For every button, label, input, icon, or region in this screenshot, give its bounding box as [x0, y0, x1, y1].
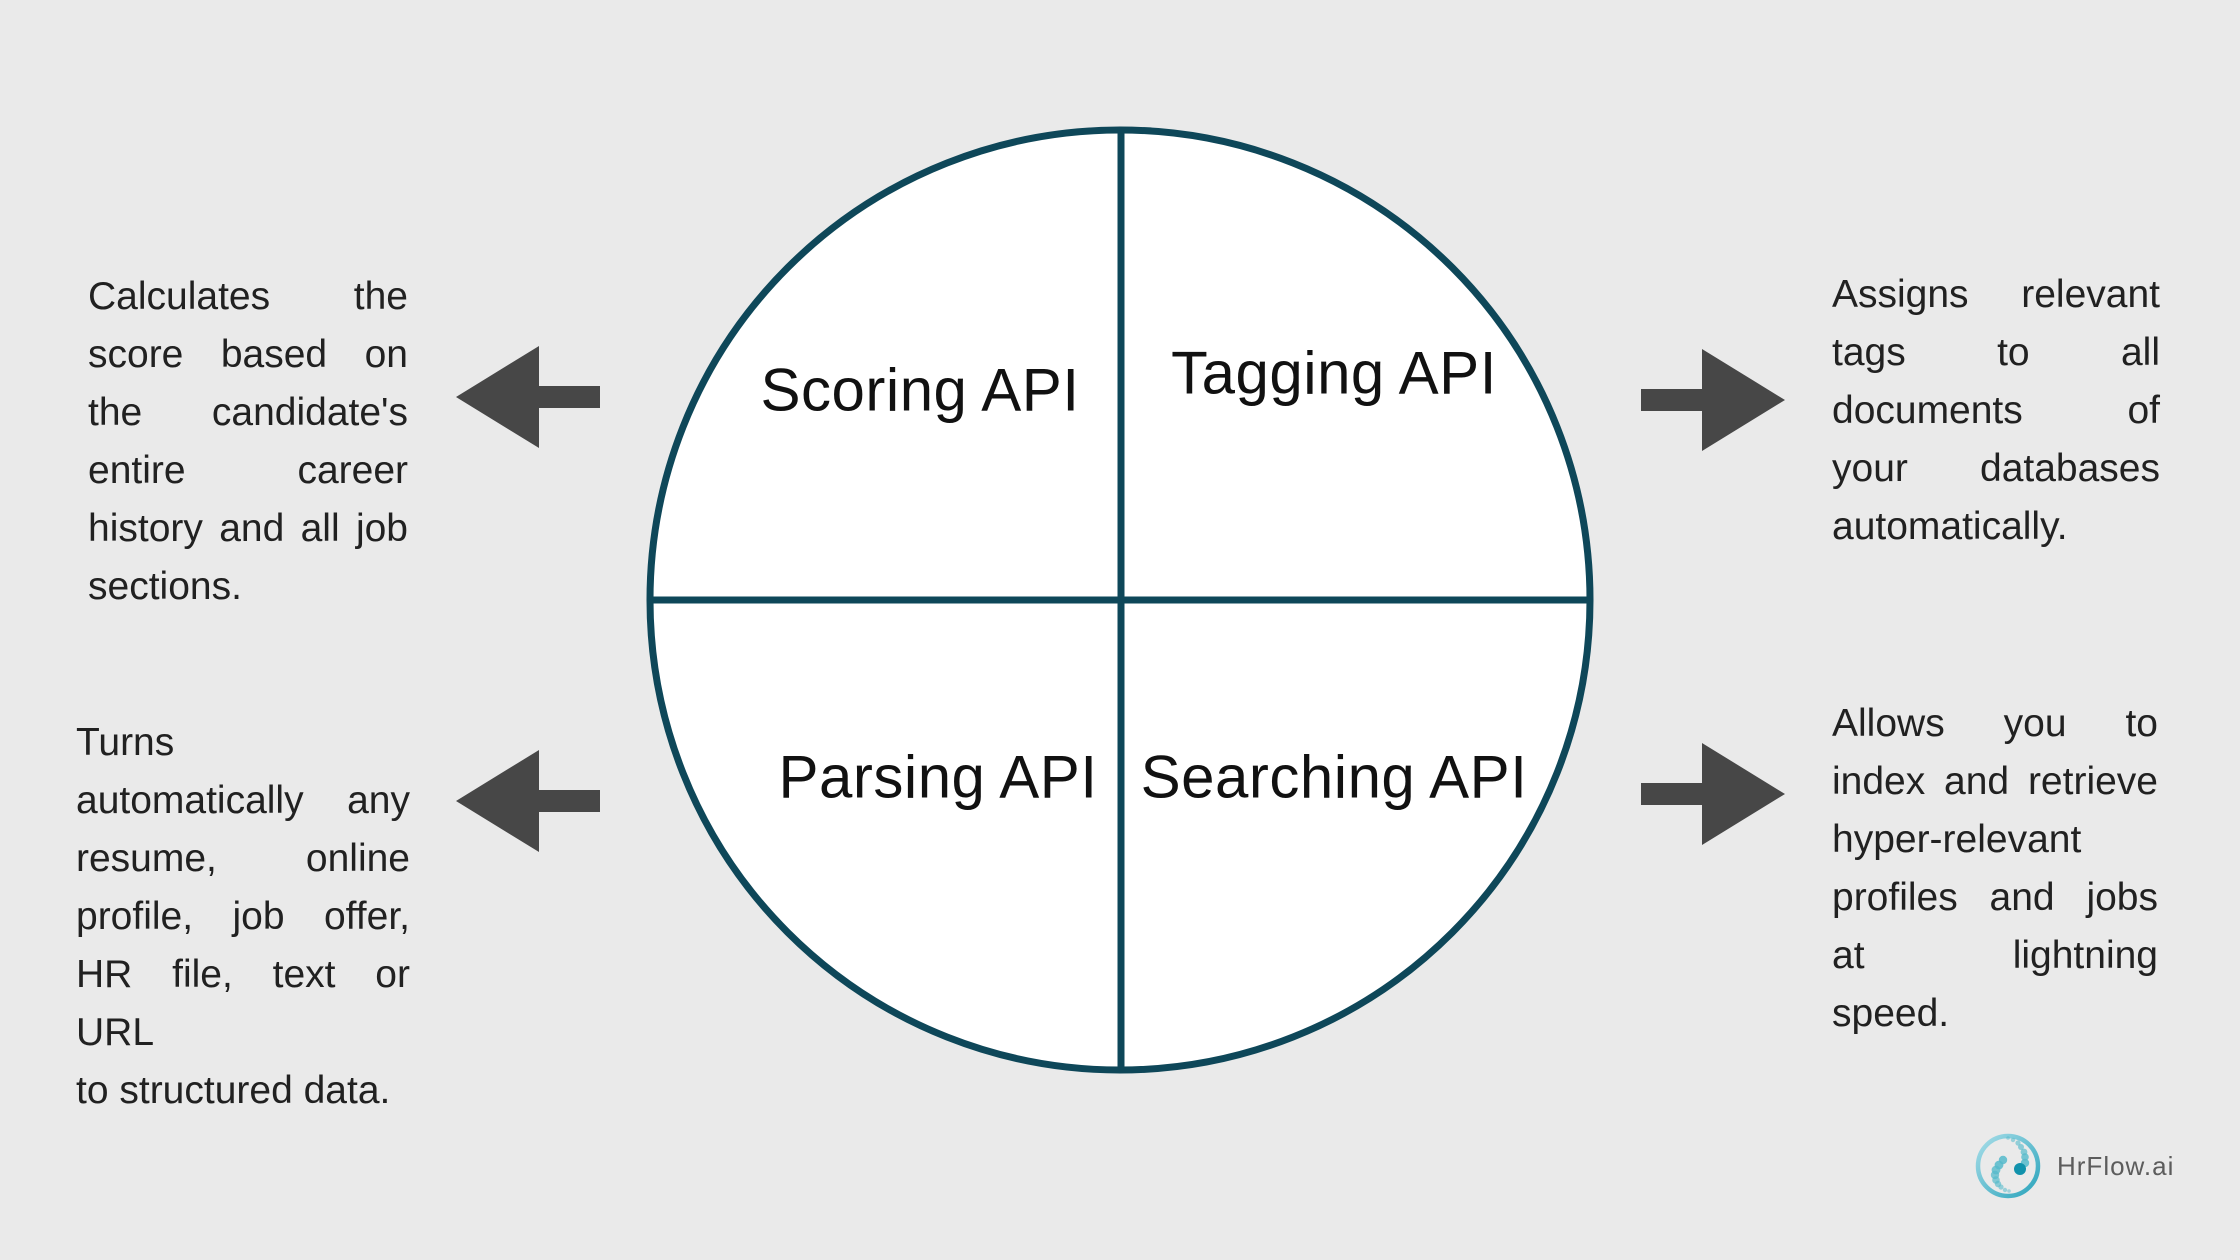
- arrow-shape: [1641, 743, 1785, 845]
- text-line: Allows you to: [1832, 702, 2158, 745]
- text-line: speed.: [1832, 992, 1950, 1035]
- logo-ring: [1975, 1133, 2041, 1199]
- tagging-description: Assigns relevant tags to all documents of y…: [1832, 266, 2160, 556]
- text-line: score based on: [88, 333, 408, 376]
- hrflow-logo-icon: [1975, 1133, 2041, 1199]
- text-line: to structured data.: [76, 1069, 391, 1112]
- right-arrow-icon: [1641, 743, 1785, 845]
- text-line: automatically.: [1832, 505, 2068, 548]
- text-line: documents of: [1832, 389, 2160, 432]
- text-line: your databases: [1832, 447, 2160, 490]
- text-line: tags to all: [1832, 331, 2160, 374]
- hrflow-logo-text: HrFlow.ai: [2057, 1150, 2175, 1181]
- text-line: resume, online: [76, 837, 410, 880]
- left-arrow-icon: [456, 750, 600, 852]
- right-arrow-icon: [1641, 349, 1785, 451]
- quadrant-label-tagging: Tagging API: [1171, 339, 1497, 407]
- text-line: profiles and jobs: [1832, 876, 2158, 919]
- parsing-description: Turns automatically any resume, online prof…: [76, 714, 410, 1120]
- text-line: HR file, text or URL: [76, 953, 410, 1054]
- text-line: index and retrieve: [1832, 760, 2158, 803]
- quadrant-label-scoring: Scoring API: [760, 356, 1080, 424]
- text-line: Assigns relevant: [1832, 273, 2160, 316]
- text-line: entire career: [88, 449, 408, 492]
- quadrant-label-parsing: Parsing API: [778, 743, 1098, 811]
- text-line: Calculates the: [88, 275, 408, 318]
- logo-dot-swirl: [1990, 1136, 2030, 1193]
- hrflow-logo: HrFlow.ai: [1973, 1131, 2174, 1201]
- scoring-description: Calculates the score based on the candidat…: [88, 268, 408, 616]
- text-line: history and all job: [88, 507, 408, 550]
- text-line: sections.: [88, 565, 242, 608]
- text-line: profile, job offer,: [76, 895, 410, 938]
- arrow-shape: [456, 750, 600, 852]
- arrow-shape: [1641, 349, 1785, 451]
- quadrant-label-searching: Searching API: [1140, 743, 1528, 811]
- text-line: at lightning: [1832, 934, 2158, 977]
- left-arrow-icon: [456, 346, 600, 448]
- text-line: automatically any: [76, 779, 410, 822]
- text-line: Turns: [76, 721, 175, 764]
- arrow-shape: [456, 346, 600, 448]
- text-line: the candidate's: [88, 391, 408, 434]
- searching-description: Allows you to index and retrieve hyper-rel…: [1832, 695, 2158, 1043]
- text-line: hyper-relevant: [1832, 818, 2082, 861]
